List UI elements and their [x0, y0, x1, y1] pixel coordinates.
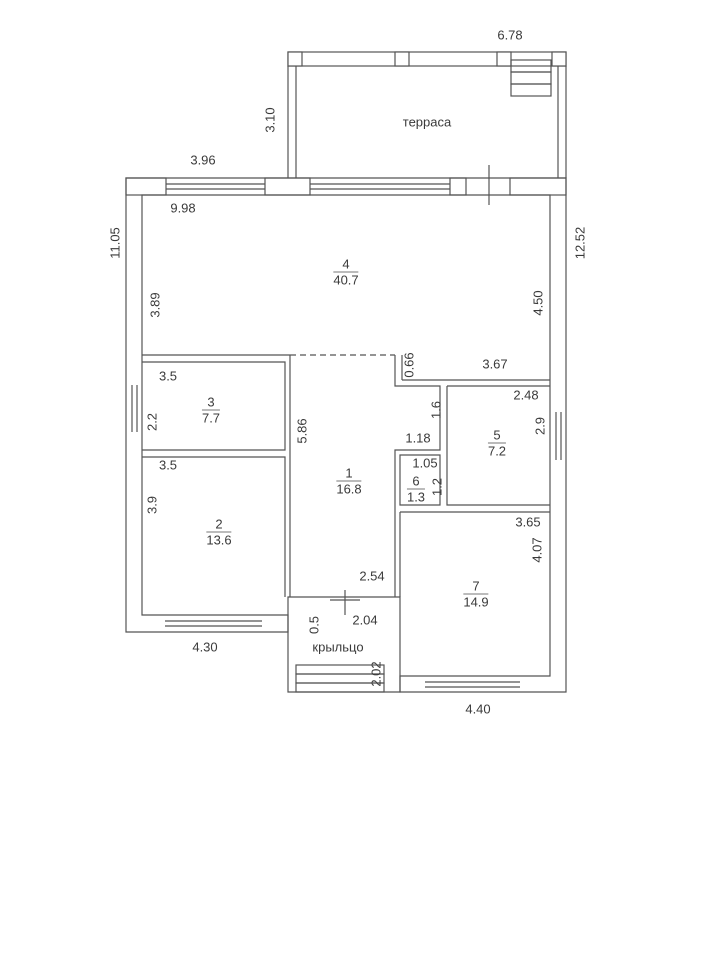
- room3-dim: 3.5: [158, 368, 178, 384]
- room4-dim: 0.66: [401, 352, 417, 378]
- porch-label: крыльцо: [312, 639, 364, 655]
- top-left-dim: 3.96: [190, 152, 216, 168]
- bottom-left-dim: 4.30: [192, 639, 218, 655]
- terrace-outline: [287, 51, 567, 178]
- room5-dim: 2.9: [532, 416, 548, 436]
- room3-dim: 2.2: [144, 412, 160, 432]
- outer-walls: [125, 165, 567, 693]
- room1-dim: 5.86: [294, 418, 310, 444]
- left-height-dim: 11.05: [107, 227, 123, 259]
- room6-dim: 1.2: [429, 477, 445, 497]
- terrace-label: терраса: [402, 114, 452, 130]
- room2-dim: 3.5: [158, 457, 178, 473]
- right-height-dim: 12.52: [572, 226, 588, 260]
- room7-dim: 3.65: [515, 514, 541, 530]
- terrace-width-label: 6.78: [497, 27, 523, 43]
- interior-walls: [142, 354, 550, 693]
- corridor-dim: 1.6: [428, 400, 444, 420]
- terrace-depth-label: 3.10: [262, 107, 278, 133]
- porch-depth-dim: 0.5: [306, 615, 322, 635]
- porch-steps-dim: 2.02: [368, 661, 384, 687]
- room1-dim: 2.54: [359, 568, 385, 584]
- room7-dim: 4.07: [529, 537, 545, 563]
- room4-dim: 4.50: [530, 290, 546, 316]
- room6-dim: 1.05: [412, 455, 438, 471]
- corridor-dim: 1.18: [405, 430, 431, 446]
- bottom-right-dim: 4.40: [465, 701, 491, 717]
- room4-dim: 3.67: [482, 356, 508, 372]
- room5-dim: 2.48: [513, 387, 539, 403]
- room2-dim: 3.9: [144, 495, 160, 515]
- porch-width-dim: 2.04: [352, 612, 378, 628]
- room4-dim: 9.98: [170, 200, 196, 216]
- room4-dim: 3.89: [147, 292, 163, 318]
